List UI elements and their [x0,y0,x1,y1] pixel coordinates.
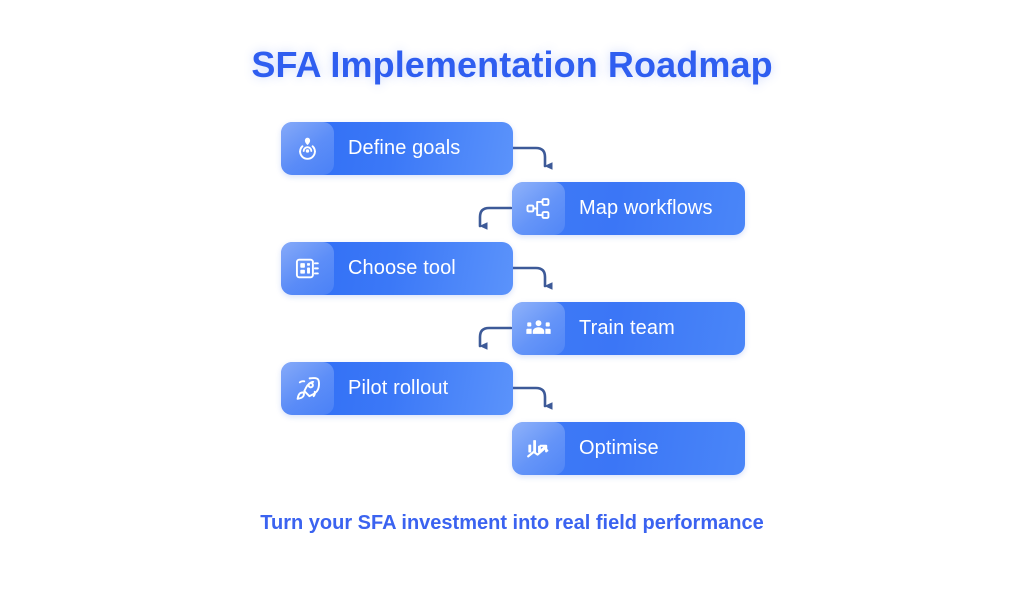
team-people-icon [512,302,565,355]
connector-4 [478,326,513,350]
step-label: Choose tool [348,257,456,279]
step-define-goals[interactable]: Define goals [281,122,513,175]
chip-tool-icon [281,242,334,295]
step-label: Map workflows [579,197,713,219]
connector-5 [511,386,553,410]
step-label: Train team [579,317,675,339]
step-map-workflows[interactable]: Map workflows [512,182,745,235]
connector-3 [511,266,553,290]
workflow-nodes-icon [512,182,565,235]
connector-1 [511,146,553,170]
page-title: SFA Implementation Roadmap [251,44,773,85]
rocket-icon [281,362,334,415]
step-label: Optimise [579,437,659,459]
step-label: Pilot rollout [348,377,449,399]
step-choose-tool[interactable]: Choose tool [281,242,513,295]
target-goal-icon [281,122,334,175]
step-train-team[interactable]: Train team [512,302,745,355]
step-optimise[interactable]: Optimise [512,422,745,475]
footer-tagline: Turn your SFA investment into real field… [260,512,764,534]
connector-2 [478,206,513,230]
growth-chart-icon [512,422,565,475]
step-pilot-rollout[interactable]: Pilot rollout [281,362,513,415]
step-label: Define goals [348,137,461,159]
